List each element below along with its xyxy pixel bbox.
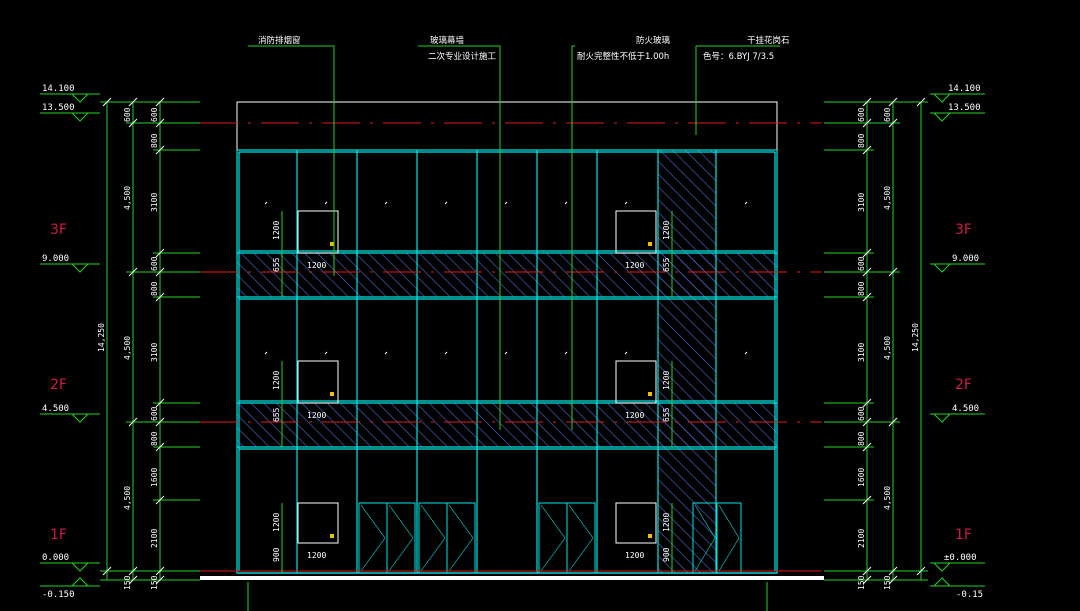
dim-right-d4: 600 — [857, 256, 866, 271]
band-h-2f-right: 655 — [662, 407, 671, 422]
band-h-3f-right: 655 — [662, 257, 671, 272]
dim-right-d11: 150 — [857, 575, 866, 590]
win-h-1f-left: 1200 — [272, 513, 281, 532]
dim-right-floor1: 4,500 — [883, 486, 892, 510]
dim-right-parapet: 600 — [883, 107, 892, 122]
dim-left-d7: 600 — [150, 406, 159, 421]
left-dimension-ticks — [102, 97, 165, 585]
dim-left-d3: 3100 — [150, 193, 159, 212]
door-swing-lines — [360, 504, 740, 572]
dim-left-d2: 800 — [150, 133, 159, 148]
dim-right-d7: 600 — [857, 406, 866, 421]
annotation-smoke-window: 消防排烟窗 — [258, 35, 301, 46]
dim-right-d3: 3100 — [857, 193, 866, 212]
right-dimension-texts: 14,250 600 4,500 4,500 4,500 150 600 800… — [857, 107, 920, 590]
elevation-left-2f: 4.500 — [42, 404, 69, 414]
annotation-glass-curtain-title: 玻璃幕墙 — [430, 35, 465, 46]
dim-left-total: 14,250 — [97, 323, 106, 352]
dim-right-floor3: 4,500 — [883, 186, 892, 210]
elevation-right-roof: 14.100 — [948, 84, 981, 94]
floor-label-left-1f: 1F — [50, 527, 67, 543]
dim-right-d8: 800 — [857, 431, 866, 446]
elevation-right-1f: ±0.000 — [944, 553, 977, 563]
floor-label-left-2f: 2F — [50, 377, 67, 393]
elevation-left-3f: 9.000 — [42, 254, 69, 264]
right-dimension-ticks — [862, 97, 926, 585]
level-symbols-right — [930, 93, 985, 587]
dim-left-d11: 150 — [150, 575, 159, 590]
sill-h-1f-left: 900 — [272, 547, 281, 562]
elevation-right-parapet: 13.500 — [948, 103, 981, 113]
level-lines — [200, 122, 822, 423]
glass-marks — [264, 201, 748, 355]
dim-right-d2: 800 — [857, 133, 866, 148]
elevation-right-2f: 4.500 — [952, 404, 979, 414]
dim-right-base: 150 — [883, 575, 892, 590]
elevation-left-grade: -0.150 — [42, 590, 75, 600]
dim-left-floor1: 4,500 — [123, 486, 132, 510]
win-h-2f-right: 1200 — [662, 371, 671, 390]
dim-left-d5: 800 — [150, 281, 159, 296]
left-dimension-lines — [100, 101, 200, 581]
right-dimension-lines — [824, 101, 928, 581]
annotation-glass-curtain-note: 二次专业设计施工 — [428, 51, 497, 62]
win-w-3f-right: 1200 — [625, 261, 644, 270]
floor-label-left-3f: 3F — [50, 222, 67, 238]
dim-right-d1: 600 — [857, 107, 866, 122]
dim-left-parapet: 600 — [123, 107, 132, 122]
dim-left-base: 150 — [123, 575, 132, 590]
elevation-right-grade: -0.15 — [956, 590, 983, 600]
window-handles — [330, 242, 652, 538]
dim-left-floor2: 4,500 — [123, 336, 132, 360]
dim-left-d10: 2100 — [150, 529, 159, 548]
annotation-granite-color: 色号：6.BYJ 7/3.5 — [703, 51, 774, 62]
band-h-3f-left: 655 — [272, 257, 281, 272]
dim-right-d9: 1600 — [857, 468, 866, 487]
dim-right-floor2: 4,500 — [883, 336, 892, 360]
dim-left-d8: 800 — [150, 431, 159, 446]
window-dimension-texts: 1200 655 1200 1200 655 1200 1200 655 120… — [272, 221, 671, 562]
level-symbols-left — [40, 93, 100, 587]
dim-left-d6: 3100 — [150, 343, 159, 362]
dim-left-d9: 1600 — [150, 468, 159, 487]
ground-line — [200, 576, 824, 580]
entrance-doors — [358, 502, 742, 574]
win-w-2f-right: 1200 — [625, 411, 644, 420]
band-h-2f-left: 655 — [272, 407, 281, 422]
annotation-fire-glass-note: 耐火完整性不低于1.00h — [577, 51, 669, 62]
win-w-2f-left: 1200 — [307, 411, 326, 420]
floor-label-right-1f: 1F — [955, 527, 972, 543]
win-h-2f-left: 1200 — [272, 371, 281, 390]
stair-column-hatch — [658, 150, 716, 573]
left-dimension-texts: 14,250 600 4,500 4,500 4,500 150 600 800… — [97, 107, 159, 590]
sill-h-1f-right: 900 — [662, 547, 671, 562]
elevation-right-3f: 9.000 — [952, 254, 979, 264]
win-h-1f-right: 1200 — [662, 513, 671, 532]
floor-label-right-2f: 2F — [955, 377, 972, 393]
annotation-granite-title: 干挂花岗石 — [747, 35, 790, 46]
win-w-1f-right: 1200 — [625, 551, 644, 560]
operable-windows — [297, 210, 657, 544]
dim-left-d4: 600 — [150, 256, 159, 271]
floor-label-right-3f: 3F — [955, 222, 972, 238]
dim-right-total: 14,250 — [911, 323, 920, 352]
win-h-3f-left: 1200 — [272, 221, 281, 240]
elevation-left-roof: 14.100 — [42, 84, 75, 94]
leader-lines — [247, 45, 780, 611]
elevation-left-parapet: 13.500 — [42, 103, 75, 113]
win-w-3f-left: 1200 — [307, 261, 326, 270]
dim-left-floor3: 4,500 — [123, 186, 132, 210]
dim-right-d6: 3100 — [857, 343, 866, 362]
elevation-left-1f: 0.000 — [42, 553, 69, 563]
annotation-fire-glass-title: 防火玻璃 — [636, 35, 671, 46]
win-w-1f-left: 1200 — [307, 551, 326, 560]
dim-right-d10: 2100 — [857, 529, 866, 548]
dim-right-d5: 800 — [857, 281, 866, 296]
dim-left-d1: 600 — [150, 107, 159, 122]
win-h-3f-right: 1200 — [662, 221, 671, 240]
